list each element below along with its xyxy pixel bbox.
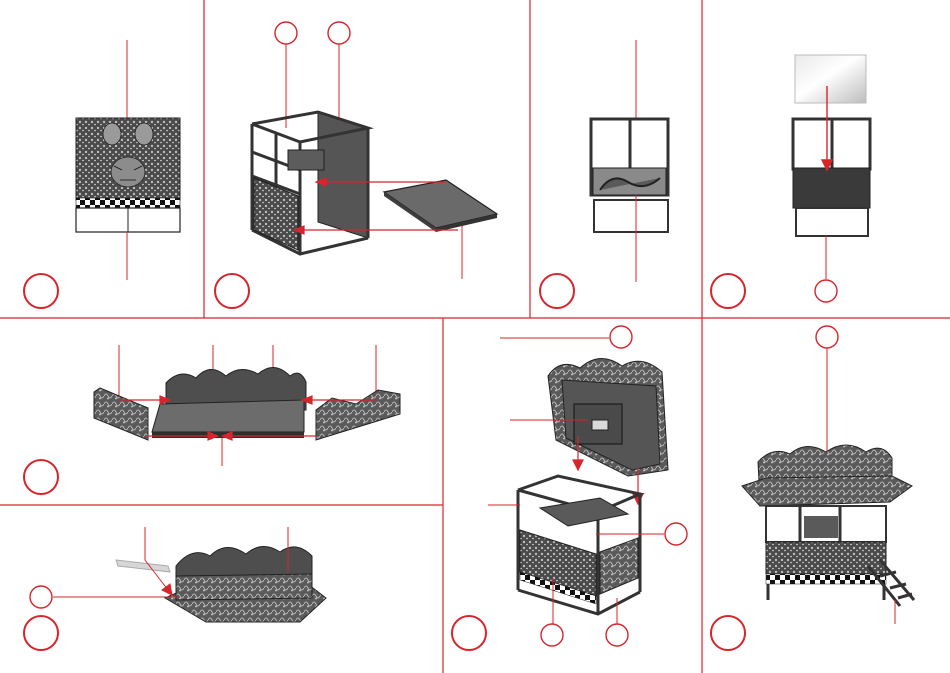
- panel-step-4: [711, 55, 870, 308]
- booth-checker-band: [766, 574, 886, 584]
- part-label-circle: [30, 586, 52, 608]
- part-label-circle: [816, 326, 838, 348]
- step-number-circle-8: [711, 616, 745, 650]
- panel-step-8: [711, 326, 914, 650]
- panel-step-3: [540, 40, 668, 308]
- booth-scene-panel: [766, 542, 886, 574]
- lower-frame: [796, 208, 868, 236]
- part-label-circle: [606, 624, 628, 646]
- side-scene-panel: [254, 178, 298, 250]
- shelf: [288, 150, 324, 170]
- part-label-circle: [610, 326, 632, 348]
- panel-step-7: [452, 326, 687, 650]
- part-label-circle: [541, 624, 563, 646]
- right-side-wall: [316, 390, 400, 440]
- dark-panel: [793, 168, 870, 208]
- step-number-circle-4: [711, 274, 745, 308]
- step-number-circle-5: [24, 460, 58, 494]
- step-number-circle-1: [24, 274, 58, 308]
- panel-step-6: [24, 527, 326, 650]
- part-label-circle: [328, 22, 350, 44]
- glass-pane: [795, 55, 866, 103]
- part-label-circle: [815, 280, 837, 302]
- booth-roof-tray: [742, 476, 912, 506]
- box-floor: [152, 400, 304, 432]
- inner-shelf: [540, 498, 628, 526]
- part-label-circle: [665, 523, 687, 545]
- step-number-circle-6: [24, 616, 58, 650]
- step-number-circle-2: [215, 274, 249, 308]
- lower-frame: [594, 200, 668, 232]
- checker-band: [76, 198, 180, 208]
- step-number-circle-3: [540, 274, 574, 308]
- glue-applicator: [116, 560, 170, 572]
- part-label-circle: [275, 22, 297, 44]
- step-number-circle-7: [452, 616, 486, 650]
- panel-step-2: [215, 22, 497, 308]
- panel-step-1: [24, 40, 180, 308]
- left-side-wall: [94, 388, 148, 440]
- panel-step-5: [24, 345, 400, 494]
